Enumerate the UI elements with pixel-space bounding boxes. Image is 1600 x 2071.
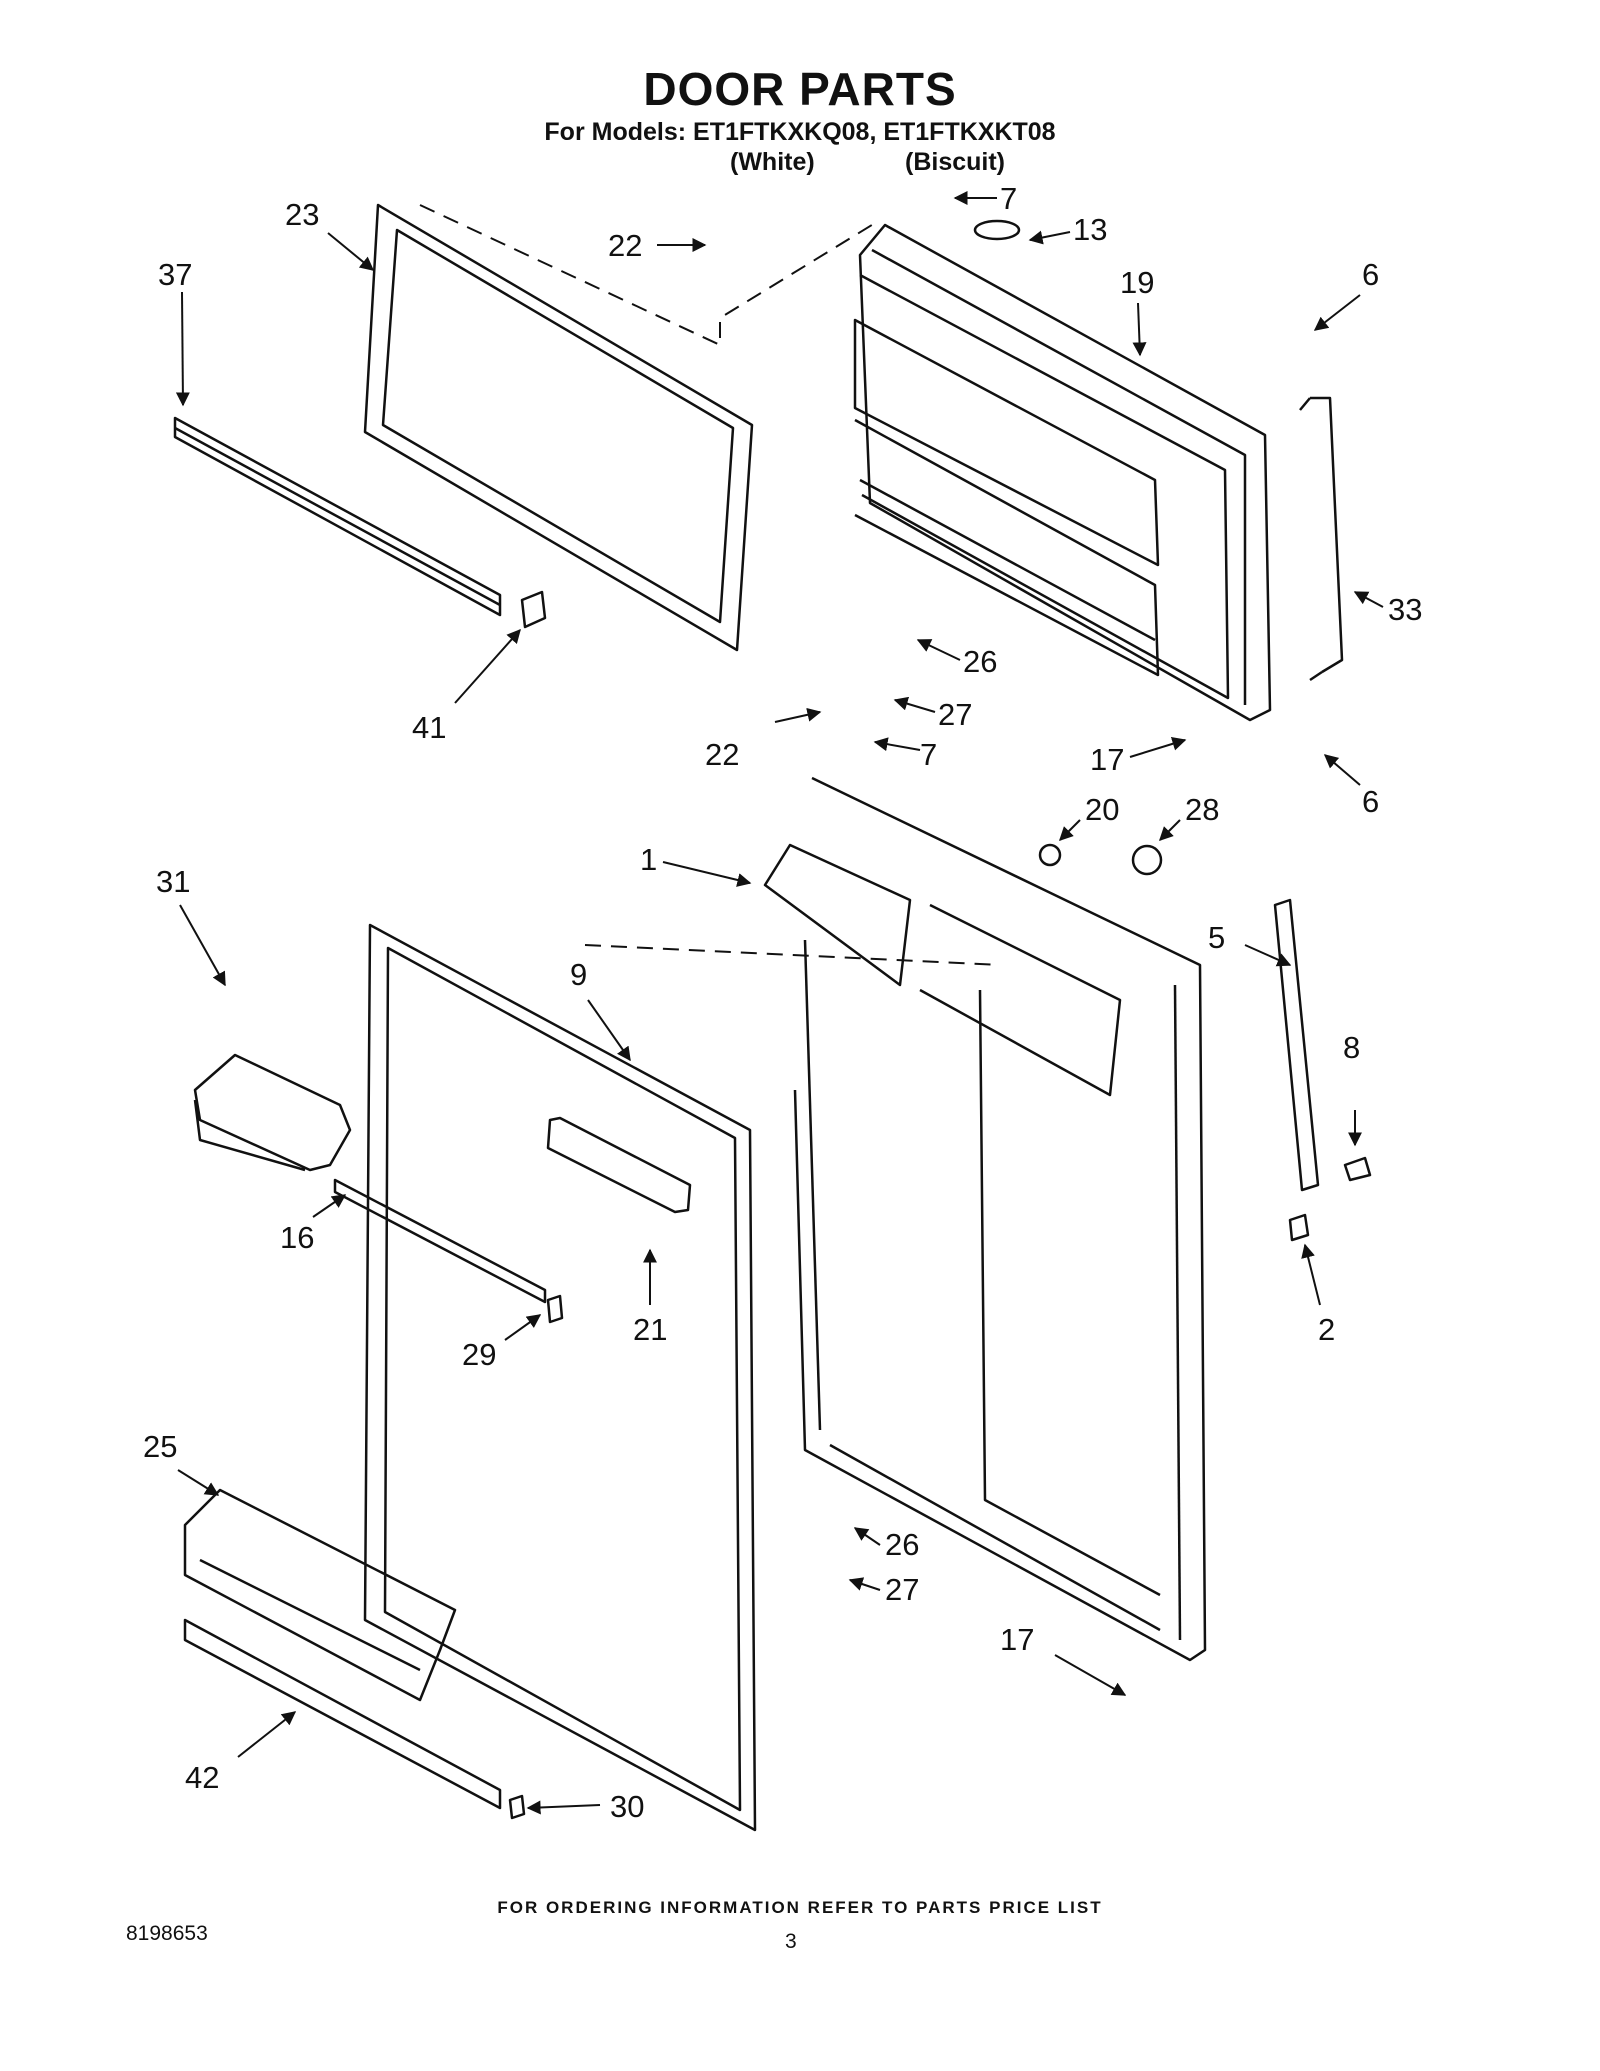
callout-28: 28 [1185, 792, 1219, 827]
cam-20 [1038, 843, 1062, 867]
callout-37: 37 [158, 257, 192, 292]
screw-8 [1343, 1156, 1372, 1182]
ellipse-13 [973, 219, 1021, 241]
callout-7-top: 7 [1000, 181, 1017, 216]
dairy-door [546, 1116, 692, 1214]
handle-end-cap-2 [1288, 1213, 1310, 1242]
callout-2: 2 [1318, 1312, 1335, 1347]
callout-26-bottom: 26 [885, 1527, 919, 1562]
callout-13: 13 [1073, 212, 1107, 247]
breaker-strip-middle [333, 1178, 547, 1304]
handle-lower [1273, 898, 1320, 1192]
callout-8: 8 [1343, 1030, 1360, 1065]
callout-27-top: 27 [938, 697, 972, 732]
callout-30: 30 [610, 1789, 644, 1824]
callout-27-bottom: 27 [885, 1572, 919, 1607]
can-rack [193, 1053, 352, 1172]
dashed-line [584, 944, 1001, 966]
ordering-note: FOR ORDERING INFORMATION REFER TO PARTS … [497, 1898, 1103, 1917]
handle-upper [1299, 396, 1344, 682]
callout-21: 21 [633, 1312, 667, 1347]
refrigerator-door-liner [763, 776, 1207, 1662]
freezer-gasket [363, 203, 754, 652]
callout-20: 20 [1085, 792, 1119, 827]
refrigerator-gasket [363, 923, 757, 1832]
clip-30 [508, 1794, 526, 1820]
callout-22-top: 22 [608, 228, 642, 263]
callout-5: 5 [1208, 920, 1225, 955]
callout-42: 42 [185, 1760, 219, 1795]
callout-29: 29 [462, 1337, 496, 1372]
freezer-door-panel [853, 223, 1272, 722]
door-shelf-bin [183, 1488, 457, 1702]
callout-31: 31 [156, 864, 190, 899]
callout-16: 16 [280, 1220, 314, 1255]
document-number: 8198653 [126, 1922, 208, 1945]
page-number: 3 [785, 1930, 797, 1953]
callout-33: 33 [1388, 592, 1422, 627]
callout-22-mid: 22 [705, 737, 739, 772]
clip-41 [520, 590, 547, 629]
clip-29 [546, 1294, 564, 1324]
callout-1: 1 [640, 842, 657, 877]
callout-9: 9 [570, 957, 587, 992]
callout-23: 23 [285, 197, 319, 232]
model-numbers: For Models: ET1FTKXKQ08, ET1FTKXKT08 [544, 118, 1056, 146]
callout-41: 41 [412, 710, 446, 745]
page-title: DOOR PARTS [643, 63, 957, 115]
callout-17-top: 17 [1090, 742, 1124, 777]
callout-7-mid: 7 [920, 737, 937, 772]
callout-17-bottom: 17 [1000, 1622, 1034, 1657]
color-biscuit-label: (Biscuit) [905, 148, 1005, 176]
callout-6-top: 6 [1362, 257, 1379, 292]
plug-28 [1131, 844, 1163, 876]
callout-26-top: 26 [963, 644, 997, 679]
color-white-label: (White) [730, 148, 815, 176]
callout-19: 19 [1120, 265, 1154, 300]
callout-25: 25 [143, 1429, 177, 1464]
breaker-strip-upper [173, 416, 502, 617]
breaker-strip-lower [183, 1618, 502, 1810]
callout-6-mid: 6 [1362, 784, 1379, 819]
dashed-line [419, 204, 881, 346]
